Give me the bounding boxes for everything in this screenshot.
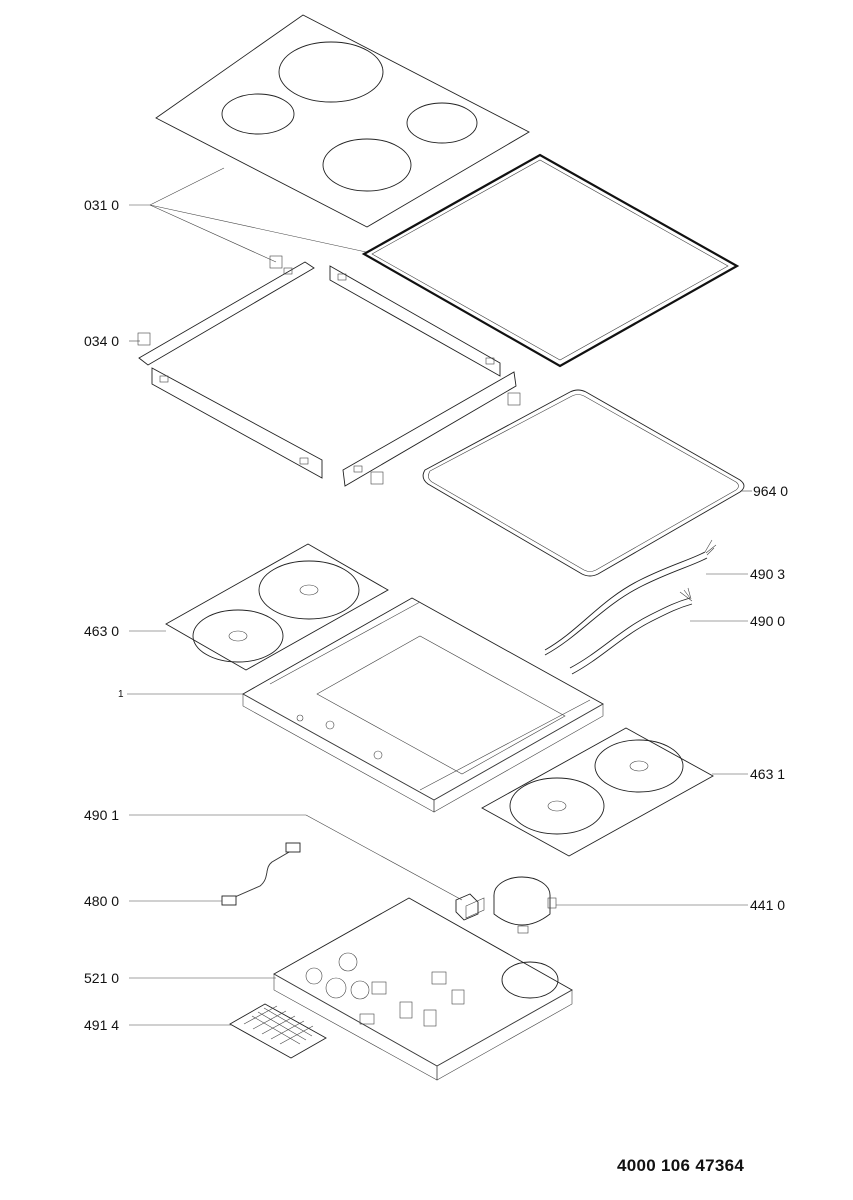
cooling-fan-441-0: [493, 876, 557, 934]
seal-gasket-964-0: [422, 389, 745, 577]
leader-lines: [127, 167, 752, 1026]
label-490-3: 490 3: [750, 566, 785, 582]
label-490-0: 490 0: [750, 613, 785, 629]
flat-cable-480-0: [221, 842, 301, 906]
label-463-1: 463 1: [750, 766, 785, 782]
label-034-0: 034 0: [84, 333, 119, 349]
label-031-0: 031 0: [84, 197, 119, 213]
electronic-module-521-0: [273, 897, 573, 1081]
chassis-tray-1: [242, 597, 604, 813]
wiring-cables-490: [544, 539, 717, 675]
glass-cooktop-031-0: [155, 14, 530, 228]
label-480-0: 480 0: [84, 893, 119, 909]
document-number: 4000 106 47364: [617, 1156, 745, 1175]
label-490-1: 490 1: [84, 807, 119, 823]
label-491-4: 491 4: [84, 1017, 119, 1033]
top-frame-gasket: [361, 153, 740, 368]
induction-coil-plate-463-1: [481, 727, 714, 857]
label-521-0: 521 0: [84, 970, 119, 986]
label-1: 1: [118, 689, 124, 700]
callout-labels: 031 0 034 0 964 0 490 3 490 0 463 0 1 46…: [84, 197, 788, 1033]
connector-490-1: [455, 893, 485, 921]
label-463-0: 463 0: [84, 623, 119, 639]
filter-grid-491-4: [229, 1003, 327, 1059]
induction-coil-plate-463-0: [165, 543, 389, 671]
label-441-0: 441 0: [750, 897, 785, 913]
frame-side-rails-034-0: [137, 255, 521, 487]
label-964-0: 964 0: [753, 483, 788, 499]
